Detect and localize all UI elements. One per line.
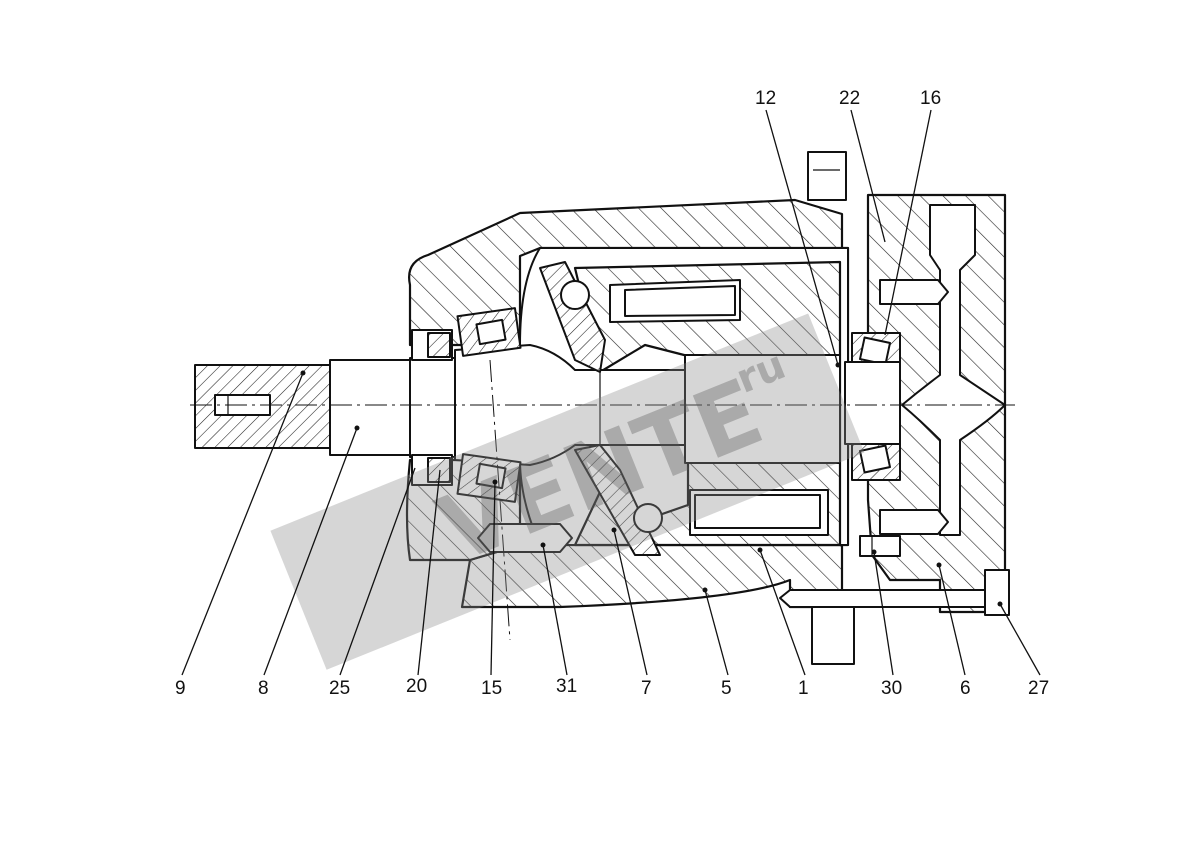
- end-cover: [779, 151, 1010, 665]
- callout-8: 8: [258, 678, 269, 699]
- callout-15: 15: [481, 678, 502, 699]
- callout-1: 1: [798, 678, 809, 699]
- return-plate: [539, 261, 663, 556]
- leader-7: [613, 529, 648, 676]
- shaft-seal: [411, 329, 453, 486]
- callout-20: 20: [406, 676, 427, 697]
- leader-16: [884, 109, 932, 336]
- callout-9: 9: [175, 678, 186, 699]
- valve-plate-pin: [859, 535, 901, 557]
- leader-25: [339, 467, 416, 676]
- leader-27: [999, 603, 1041, 676]
- pin: [477, 523, 573, 553]
- leader-9: [181, 372, 304, 676]
- rear-bearing: [844, 332, 901, 481]
- cylinder-block: [573, 260, 842, 547]
- callout-5: 5: [721, 678, 732, 699]
- cylinder-axis: [489, 359, 511, 641]
- leader-22: [850, 109, 886, 243]
- callout-25: 25: [329, 678, 350, 699]
- leader-20: [417, 469, 441, 676]
- leader-31: [542, 544, 568, 676]
- callout-labels: 12 22 16 9 8 25 20 15 31 7 5 1 30 6 27: [175, 88, 1049, 699]
- leader-1: [759, 549, 806, 676]
- leader-6: [938, 564, 966, 676]
- leader-30: [873, 551, 894, 676]
- callout-30: 30: [881, 678, 902, 699]
- drive-shaft: [194, 344, 686, 466]
- callout-16: 16: [920, 88, 941, 109]
- callout-6: 6: [960, 678, 971, 699]
- upper-bolt: [879, 279, 949, 305]
- leader-15: [490, 481, 496, 676]
- callout-31: 31: [556, 676, 577, 697]
- callout-22: 22: [839, 88, 860, 109]
- lower-bolt: [879, 509, 949, 535]
- leader-8: [263, 427, 358, 676]
- callout-12: 12: [755, 88, 776, 109]
- leader-lines: [181, 109, 1041, 676]
- callout-27: 27: [1028, 678, 1049, 699]
- leader-5: [704, 589, 729, 676]
- callout-7: 7: [641, 678, 652, 699]
- leader-12: [765, 109, 839, 366]
